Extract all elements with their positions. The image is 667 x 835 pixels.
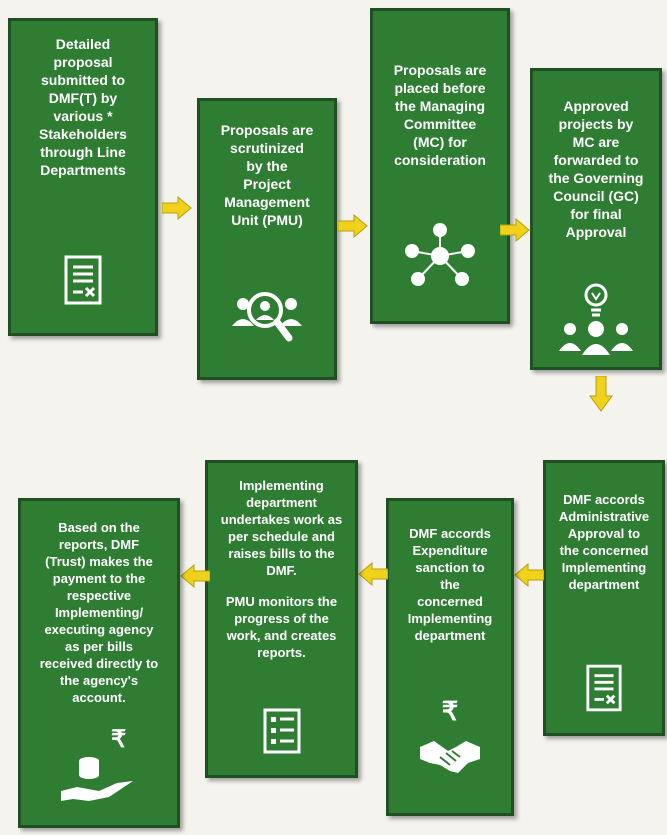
rupee-symbol: ₹	[111, 726, 127, 753]
payment-hand-icon	[61, 757, 133, 801]
step-4-text: Approved projects by MC are forwarded to…	[548, 98, 644, 240]
step-1-box: Detailed proposal submitted to DMF(T) by…	[8, 18, 158, 336]
arrow-2-3	[338, 214, 368, 238]
arrow-4-5	[589, 376, 613, 412]
step-1-text: Detailed proposal submitted to DMF(T) by…	[39, 36, 127, 178]
arrow-1-2	[162, 196, 192, 220]
arrow-6-7	[358, 562, 388, 586]
step-8-box: Based on the reports, DMF (Trust) makes …	[18, 498, 180, 828]
step-3-text: Proposals are placed before the Managing…	[393, 62, 487, 168]
step-6-text: DMF accords Expenditure sanction to the …	[407, 526, 493, 643]
rupee-symbol: ₹	[441, 696, 459, 726]
step-7-text-monitor: PMU monitors the progress of the work, a…	[225, 594, 338, 660]
document-icon	[586, 664, 622, 712]
step-5-box: DMF accords Administrative Approval to t…	[543, 460, 665, 736]
step-3-box: Proposals are placed before the Managing…	[370, 8, 510, 324]
network-icon	[405, 223, 475, 286]
arrow-3-4	[500, 218, 530, 242]
handshake-icon	[420, 741, 480, 773]
idea-team-icon	[559, 283, 633, 355]
step-8-text: Based on the reports, DMF (Trust) makes …	[39, 520, 159, 705]
arrow-7-8	[180, 564, 210, 588]
search-people-icon	[232, 292, 302, 342]
arrow-5-6	[514, 563, 544, 587]
checklist-icon	[263, 708, 300, 754]
step-5-text: DMF accords Administrative Approval to t…	[558, 492, 650, 592]
step-7-text: Implementing department undertakes work …	[220, 478, 343, 578]
step-2-text: Proposals are scrutinized by the Project…	[220, 122, 314, 228]
step-7-box: Implementing department undertakes work …	[205, 460, 358, 778]
step-2-box: Proposals are scrutinized by the Project…	[197, 98, 337, 380]
document-icon	[64, 255, 102, 305]
step-6-box: DMF accords Expenditure sanction to the …	[386, 498, 514, 816]
step-4-box: Approved projects by MC are forwarded to…	[530, 68, 662, 370]
